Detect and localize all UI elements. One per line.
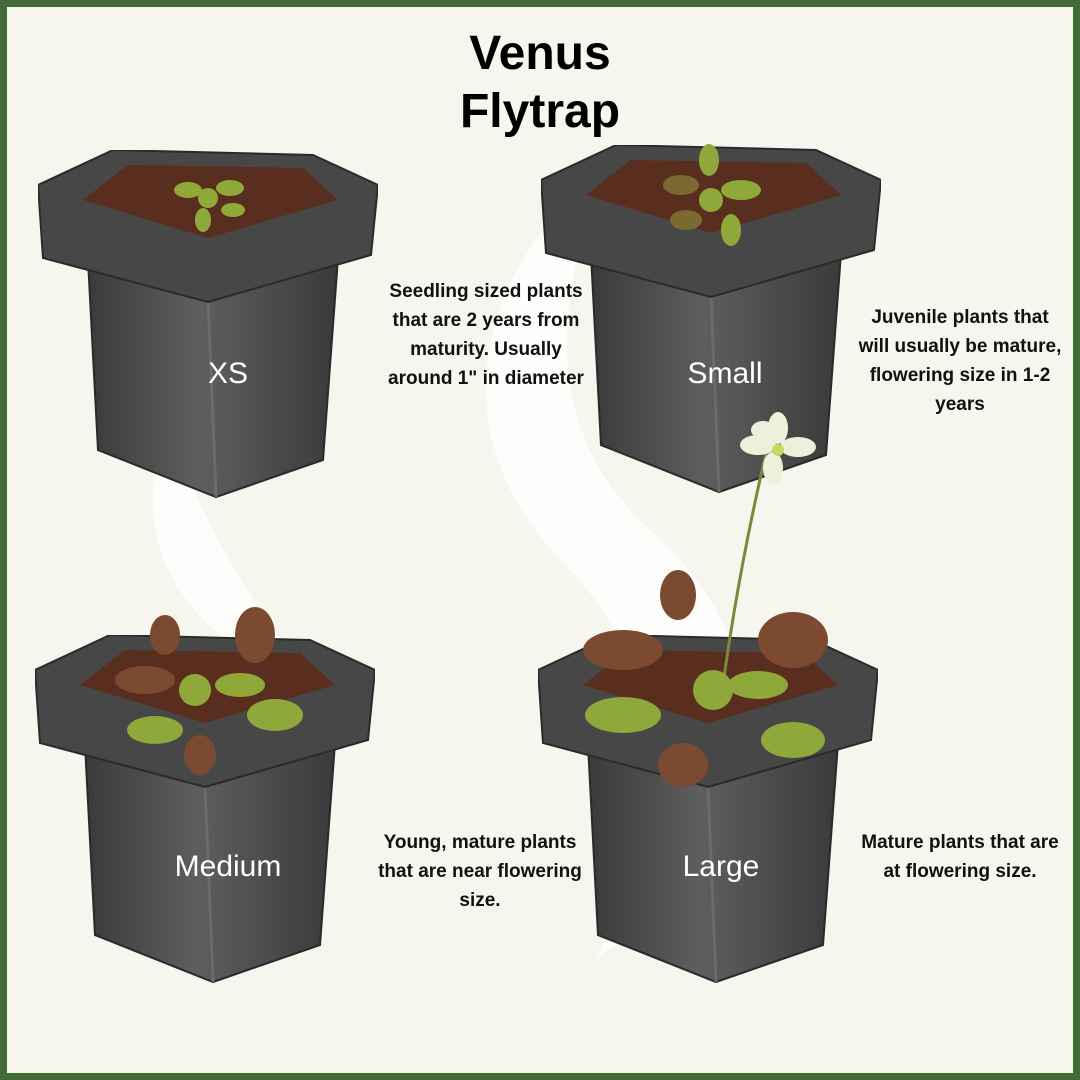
pot-medium (35, 607, 375, 985)
description-large: Mature plants that are at flowering size… (861, 832, 1059, 882)
size-label-medium: Medium (174, 850, 282, 883)
title-line-1: Venus (469, 27, 611, 80)
title-line-2: Flytrap (459, 85, 621, 138)
size-label-large: Large (682, 850, 760, 883)
young-plant (115, 607, 303, 775)
size-label-small: Small (687, 357, 763, 390)
pot-xs (38, 150, 378, 500)
size-label-xs: XS (207, 357, 249, 390)
description-xs: Seedling sized plants that are 2 years f… (388, 281, 584, 389)
description-small: Juvenile plants that will usually be mat… (858, 307, 1062, 415)
mature-plant (583, 414, 828, 787)
pot-small (541, 145, 881, 495)
juvenile-plant (663, 144, 761, 246)
flower-icon (740, 412, 816, 484)
infographic: Venus Flytrap XS Seedling sized plants t… (7, 7, 1073, 1073)
pot-large (538, 412, 878, 985)
page-title: Venus Flytrap (7, 25, 1073, 141)
seedling-plant (174, 180, 245, 232)
description-medium: Young, mature plants that are near flowe… (378, 832, 582, 911)
